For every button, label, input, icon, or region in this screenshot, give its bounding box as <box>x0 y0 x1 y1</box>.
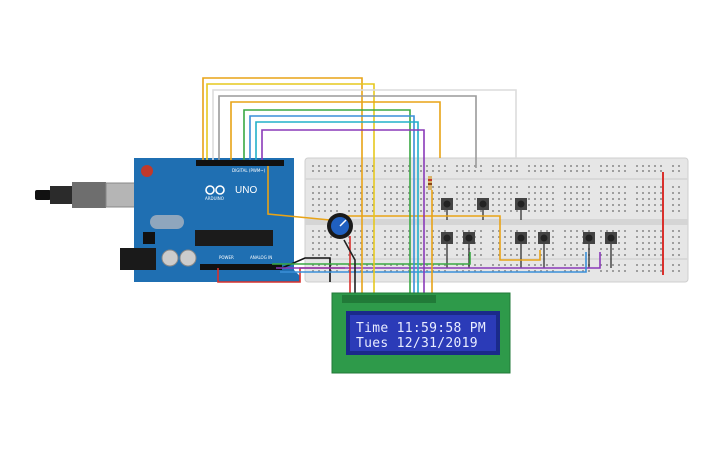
lcd-screen <box>350 315 496 351</box>
pushbutton-5[interactable] <box>463 232 475 244</box>
pushbuttons <box>441 198 617 244</box>
reset-button[interactable] <box>141 165 153 177</box>
atmega-chip <box>195 230 273 246</box>
power-label: POWER <box>219 255 234 260</box>
lcd-line-1: Time 11:59:58 PM <box>356 321 486 336</box>
signal-wires <box>202 77 601 295</box>
analog-header <box>200 264 282 270</box>
button-wires <box>446 210 612 268</box>
analog-label: ANALOG IN <box>250 255 272 260</box>
pushbutton-1[interactable] <box>441 198 453 210</box>
digital-label: DIGITAL (PWM~) <box>232 168 266 173</box>
pushbutton-9[interactable] <box>605 232 617 244</box>
board-model-label: UNO <box>235 185 257 196</box>
lcd-module: Time 11:59:58 PM Tues 12/31/2019 <box>331 292 511 374</box>
arduino-logo-icon <box>205 185 225 195</box>
brand-label: ARDUINO <box>205 196 224 201</box>
lcd-line-2: Tues 12/31/2019 <box>356 336 478 351</box>
pushbutton-8[interactable] <box>583 232 595 244</box>
pushbutton-3[interactable] <box>515 198 527 210</box>
pushbutton-7[interactable] <box>538 232 550 244</box>
breadboard[interactable] <box>304 157 689 283</box>
pushbutton-2[interactable] <box>477 198 489 210</box>
digital-header <box>196 160 284 166</box>
pushbutton-4[interactable] <box>441 232 453 244</box>
pushbutton-6[interactable] <box>515 232 527 244</box>
resistor[interactable] <box>428 176 432 190</box>
power-jack <box>120 248 156 270</box>
arduino-board[interactable]: UNO ARDUINO DIGITAL (PWM~) POWER ANALOG … <box>120 158 300 282</box>
potentiometer[interactable] <box>327 213 353 239</box>
